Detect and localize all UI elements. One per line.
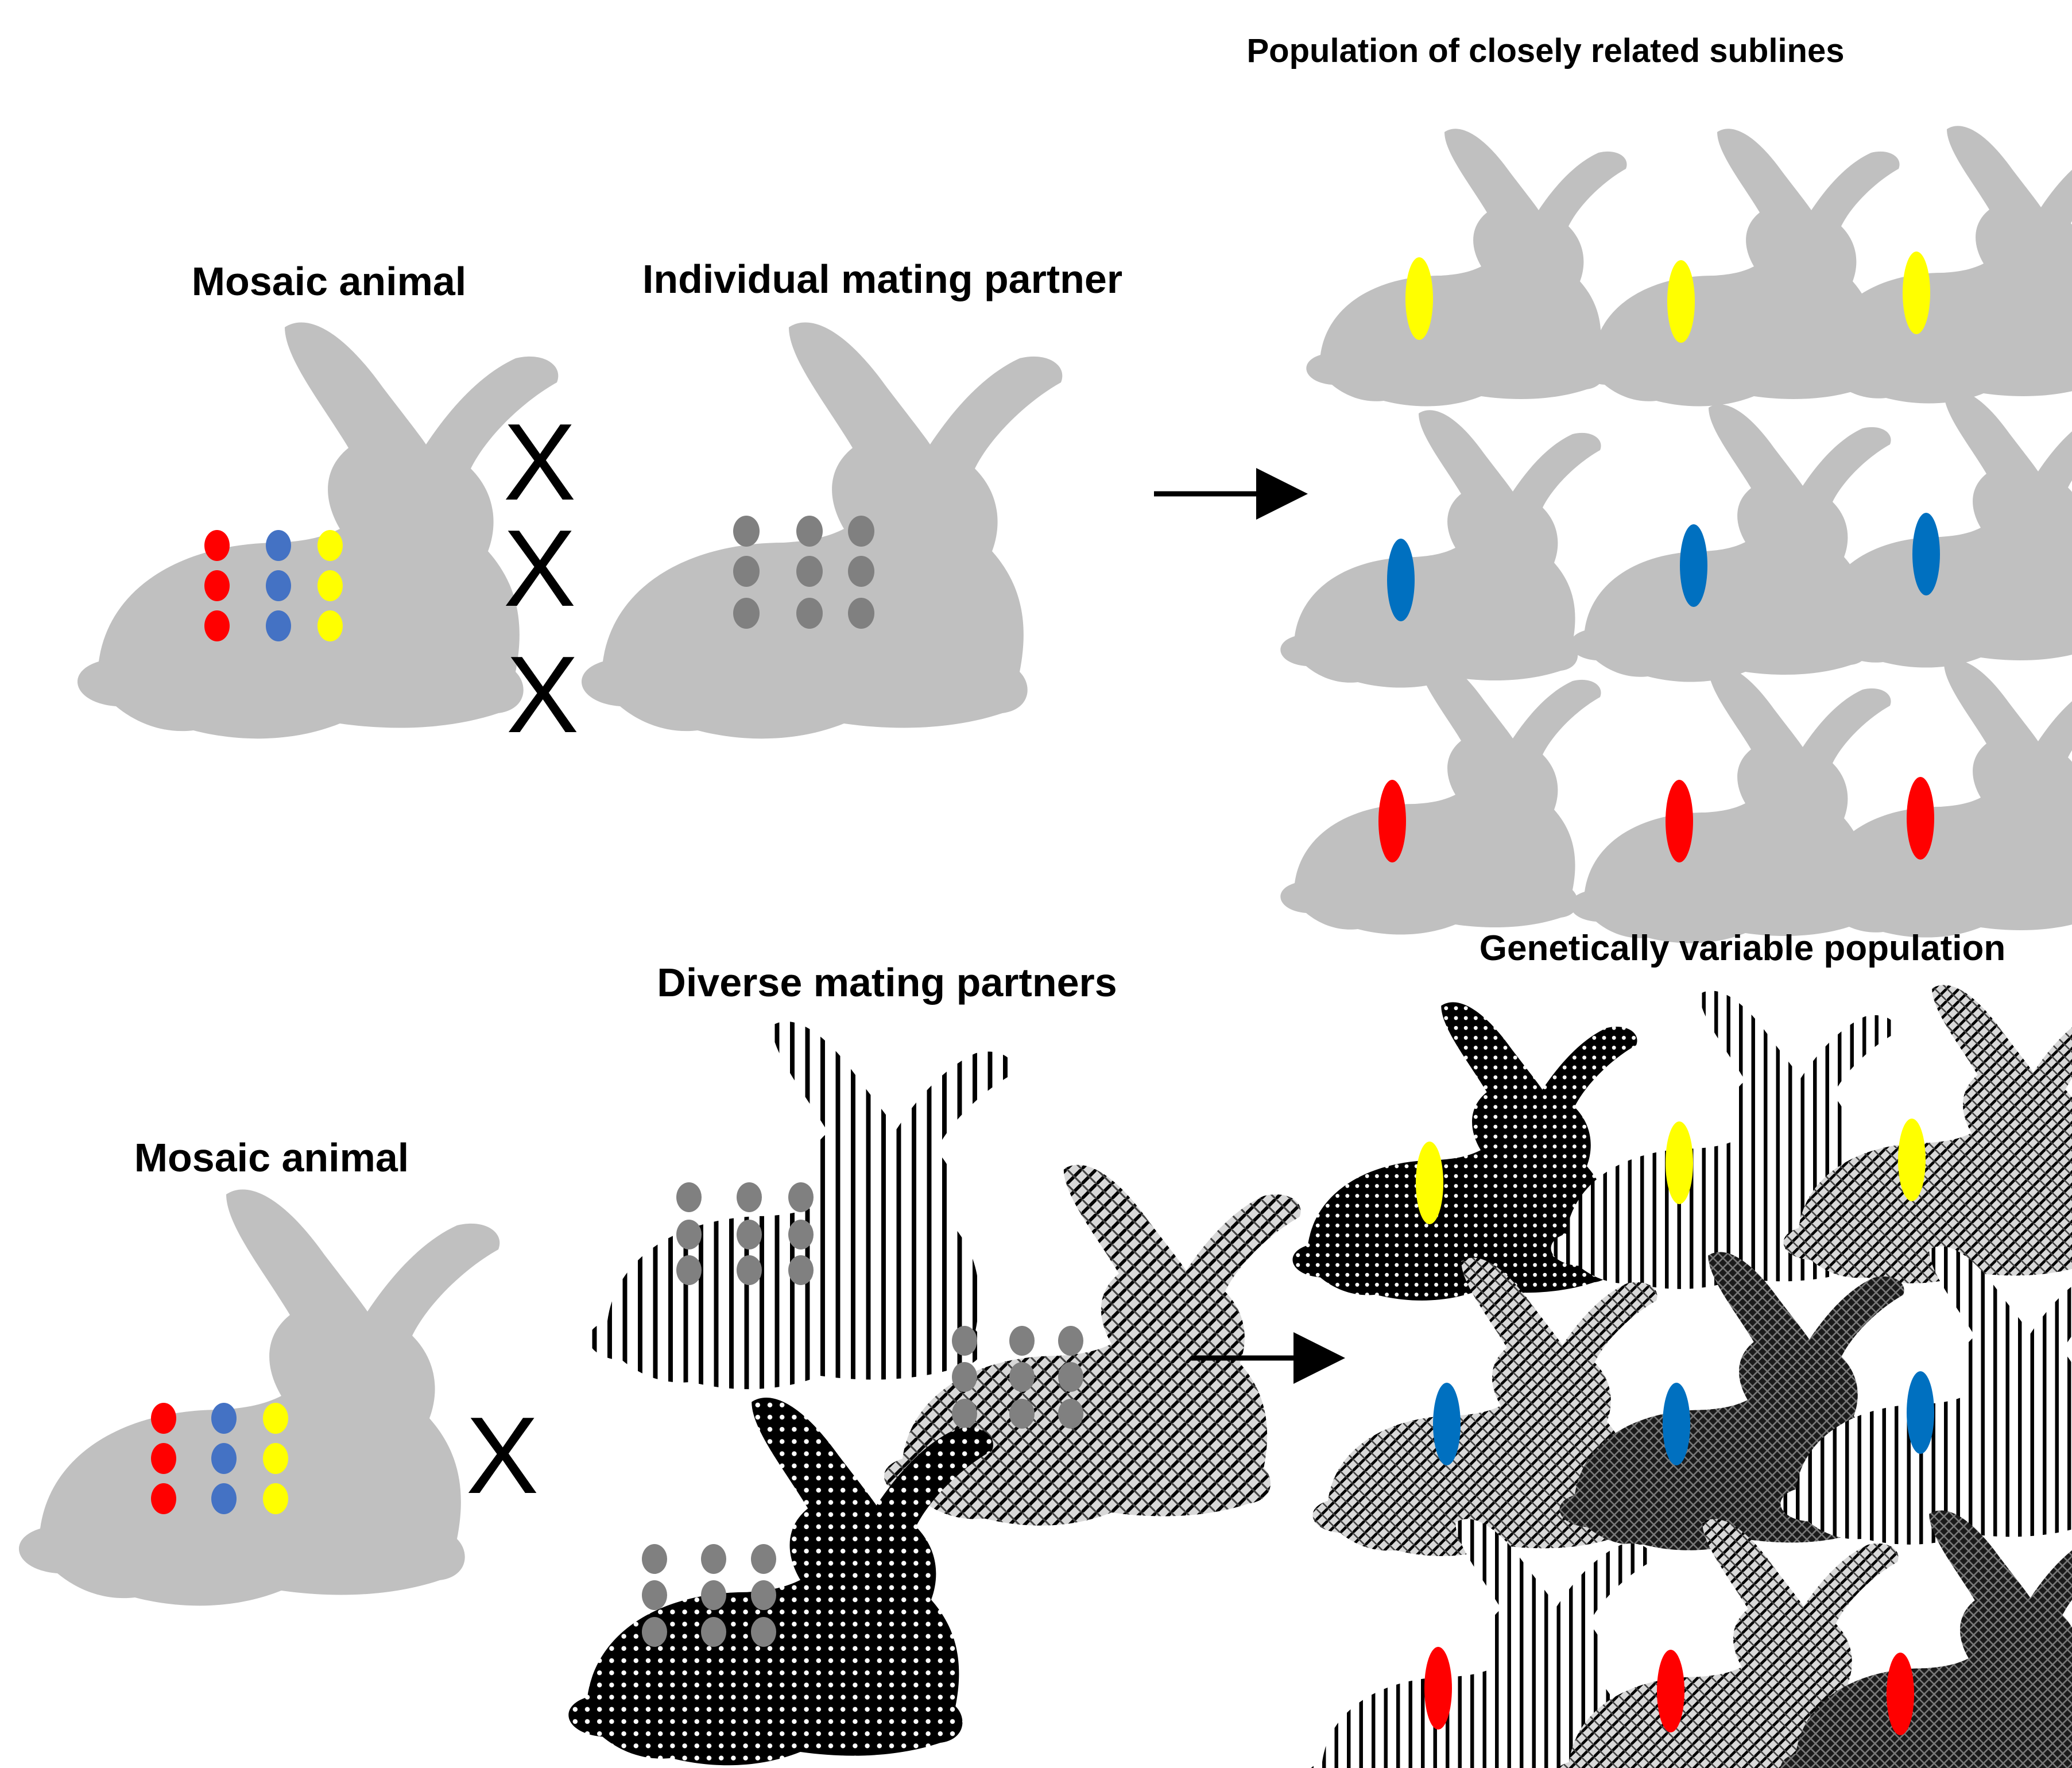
dot-gray (642, 1580, 667, 1610)
dot-red (204, 530, 230, 561)
dot-gray (733, 516, 760, 547)
dot-gray (788, 1182, 814, 1212)
dot-gray (796, 516, 823, 547)
dot-gray (751, 1617, 776, 1647)
dot-red (204, 610, 230, 641)
marker-red (1378, 780, 1406, 862)
dot-yellow (263, 1483, 288, 1514)
cross-symbol: X (506, 634, 579, 756)
marker-yellow (1416, 1142, 1443, 1224)
marker-blue (1680, 524, 1707, 607)
offspring-grid-bottom (1292, 985, 2072, 1768)
dot-yellow (317, 610, 343, 641)
dot-gray (737, 1182, 762, 1212)
mosaic-rabbit-bottom (18, 1189, 500, 1606)
dot-gray (737, 1220, 762, 1249)
dot-gray (796, 556, 823, 587)
marker-yellow (1405, 257, 1433, 340)
dot-gray (848, 556, 874, 587)
dot-gray (642, 1544, 667, 1574)
dot-red (204, 570, 230, 601)
partner-dots-hatched (952, 1326, 1083, 1429)
dot-blue (211, 1483, 237, 1514)
dot-gray (848, 516, 874, 547)
marker-blue (1912, 513, 1940, 595)
dot-yellow (263, 1403, 288, 1434)
dot-gray (676, 1255, 702, 1285)
marker-red (1907, 777, 1934, 860)
partner-dots-top (733, 516, 874, 629)
dot-gray (733, 556, 760, 587)
dot-gray (952, 1326, 977, 1356)
dot-gray (751, 1544, 776, 1574)
marker-yellow (1667, 260, 1695, 343)
offspring-rabbit (1280, 657, 1601, 935)
dot-yellow (317, 570, 343, 601)
dot-yellow (317, 530, 343, 561)
mosaic-dots-bottom (151, 1403, 288, 1514)
marker-blue (1663, 1383, 1690, 1465)
partner-dots-striped (676, 1182, 814, 1285)
dot-red (151, 1443, 176, 1474)
offspring-grid-top (1280, 126, 2072, 943)
dot-red (151, 1483, 176, 1514)
dot-gray (701, 1544, 726, 1574)
marker-blue (1433, 1383, 1461, 1465)
label-population-top: Population of closely related sublines (1247, 32, 1845, 69)
dot-gray (1009, 1399, 1035, 1429)
cross-symbol: X (504, 508, 576, 629)
dot-red (151, 1403, 176, 1434)
dot-gray (1009, 1362, 1035, 1392)
marker-red (1666, 780, 1693, 862)
label-population-bottom: Genetically variable population (1480, 929, 2005, 968)
dot-gray (788, 1220, 814, 1249)
dot-blue (211, 1403, 237, 1434)
dot-gray (1058, 1326, 1083, 1356)
marker-red (1887, 1653, 1914, 1735)
dot-gray (1058, 1399, 1083, 1429)
dot-blue (266, 610, 291, 641)
dot-gray (701, 1617, 726, 1647)
mosaic-rabbit-top (77, 322, 559, 739)
marker-blue (1907, 1371, 1934, 1454)
dot-blue (211, 1443, 237, 1474)
dot-gray (733, 598, 760, 629)
label-partners-bottom: Diverse mating partners (657, 960, 1117, 1005)
offspring-rabbit (1280, 410, 1601, 688)
label-partner-top: Individual mating partner (642, 257, 1122, 301)
label-mosaic-bottom: Mosaic animal (134, 1135, 409, 1180)
offspring-rabbit (1306, 129, 1627, 407)
marker-blue (1387, 539, 1415, 621)
dot-gray (952, 1399, 977, 1429)
marker-yellow (1666, 1121, 1693, 1204)
dot-gray (642, 1617, 667, 1647)
dot-gray (788, 1255, 814, 1285)
marker-yellow (1903, 252, 1930, 334)
dot-gray (751, 1580, 776, 1610)
dot-gray (1009, 1326, 1035, 1356)
dot-gray (676, 1182, 702, 1212)
dot-gray (796, 598, 823, 629)
marker-yellow (1898, 1119, 1926, 1201)
cross-symbol: X (466, 1395, 539, 1516)
dot-gray (1058, 1362, 1083, 1392)
label-mosaic-top: Mosaic animal (192, 259, 467, 304)
dot-gray (701, 1580, 726, 1610)
mosaic-dots-top (204, 530, 343, 641)
dot-gray (848, 598, 874, 629)
partner-dots-black (642, 1544, 776, 1647)
partner-rabbit-black (568, 1397, 993, 1766)
cross-symbol: X (504, 401, 576, 523)
dot-blue (266, 530, 291, 561)
dot-gray (952, 1362, 977, 1392)
marker-red (1657, 1650, 1684, 1732)
dot-blue (266, 570, 291, 601)
dot-gray (737, 1255, 762, 1285)
dot-yellow (263, 1443, 288, 1474)
dot-gray (676, 1220, 702, 1249)
marker-red (1424, 1647, 1452, 1730)
